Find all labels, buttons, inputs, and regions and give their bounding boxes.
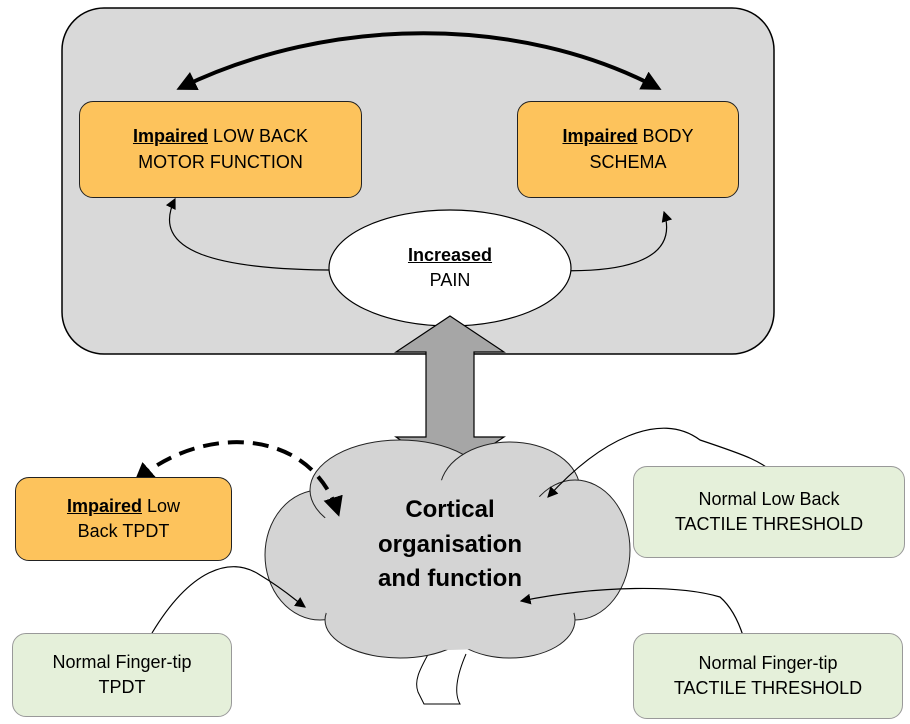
finger-tactile-line1: Normal Finger-tip (698, 652, 838, 673)
schema-emphasis: Impaired (562, 126, 638, 147)
pain-emphasis: Increased (407, 244, 493, 265)
finger-tpdt-line1: Normal Finger-tip (52, 651, 192, 672)
motor-line1: LOW BACK (208, 126, 309, 147)
impaired-low-back-tpdt-box: Impaired Low Back TPDT (15, 477, 232, 561)
finger-tactile-line2: TACTILE THRESHOLD (673, 678, 863, 698)
motor-emphasis: Impaired (132, 126, 208, 147)
pain-line2: PAIN (429, 270, 471, 290)
normal-low-back-tactile-box: Normal Low Back TACTILE THRESHOLD (633, 466, 905, 558)
low-back-tpdt-line1: Low (142, 495, 181, 516)
motor-schema-link-arrow (176, 31, 662, 90)
cloud-line2: organisation (377, 530, 522, 558)
finger-tactile-cortex-arrow (519, 587, 751, 652)
cloud-line3: and function (378, 565, 522, 593)
motor-pain-link-arrow (165, 197, 359, 276)
impaired-body-schema-box: Impaired BODY SCHEMA (517, 101, 739, 198)
finger-tpdt-line2: TPDT (98, 677, 146, 697)
schema-line1: BODY (637, 126, 694, 147)
low-back-tpdt-cortex-dashed-arrow (133, 440, 343, 517)
low-back-tactile-cortex-arrow (547, 427, 778, 498)
increased-pain-label: Increased PAIN (340, 228, 560, 308)
cortical-organisation-label: Cortical organisation and function (330, 490, 570, 600)
normal-finger-tactile-box: Normal Finger-tip TACTILE THRESHOLD (633, 633, 903, 719)
brain-stem (416, 637, 467, 705)
low-back-tpdt-emphasis: Impaired (66, 495, 142, 516)
low-back-tpdt-line2: Back TPDT (77, 521, 170, 541)
schema-pain-link-arrow (544, 210, 673, 276)
impaired-motor-function-box: Impaired LOW BACK MOTOR FUNCTION (79, 101, 362, 198)
cloud-line1: Cortical (405, 495, 495, 523)
schema-line2: SCHEMA (589, 151, 667, 172)
normal-finger-tpdt-box: Normal Finger-tip TPDT (12, 633, 232, 717)
motor-line2: MOTOR FUNCTION (138, 151, 303, 172)
finger-tpdt-cortex-arrow (151, 566, 306, 634)
low-back-tactile-line2: TACTILE THRESHOLD (674, 514, 864, 534)
low-back-tactile-line1: Normal Low Back (698, 488, 840, 509)
